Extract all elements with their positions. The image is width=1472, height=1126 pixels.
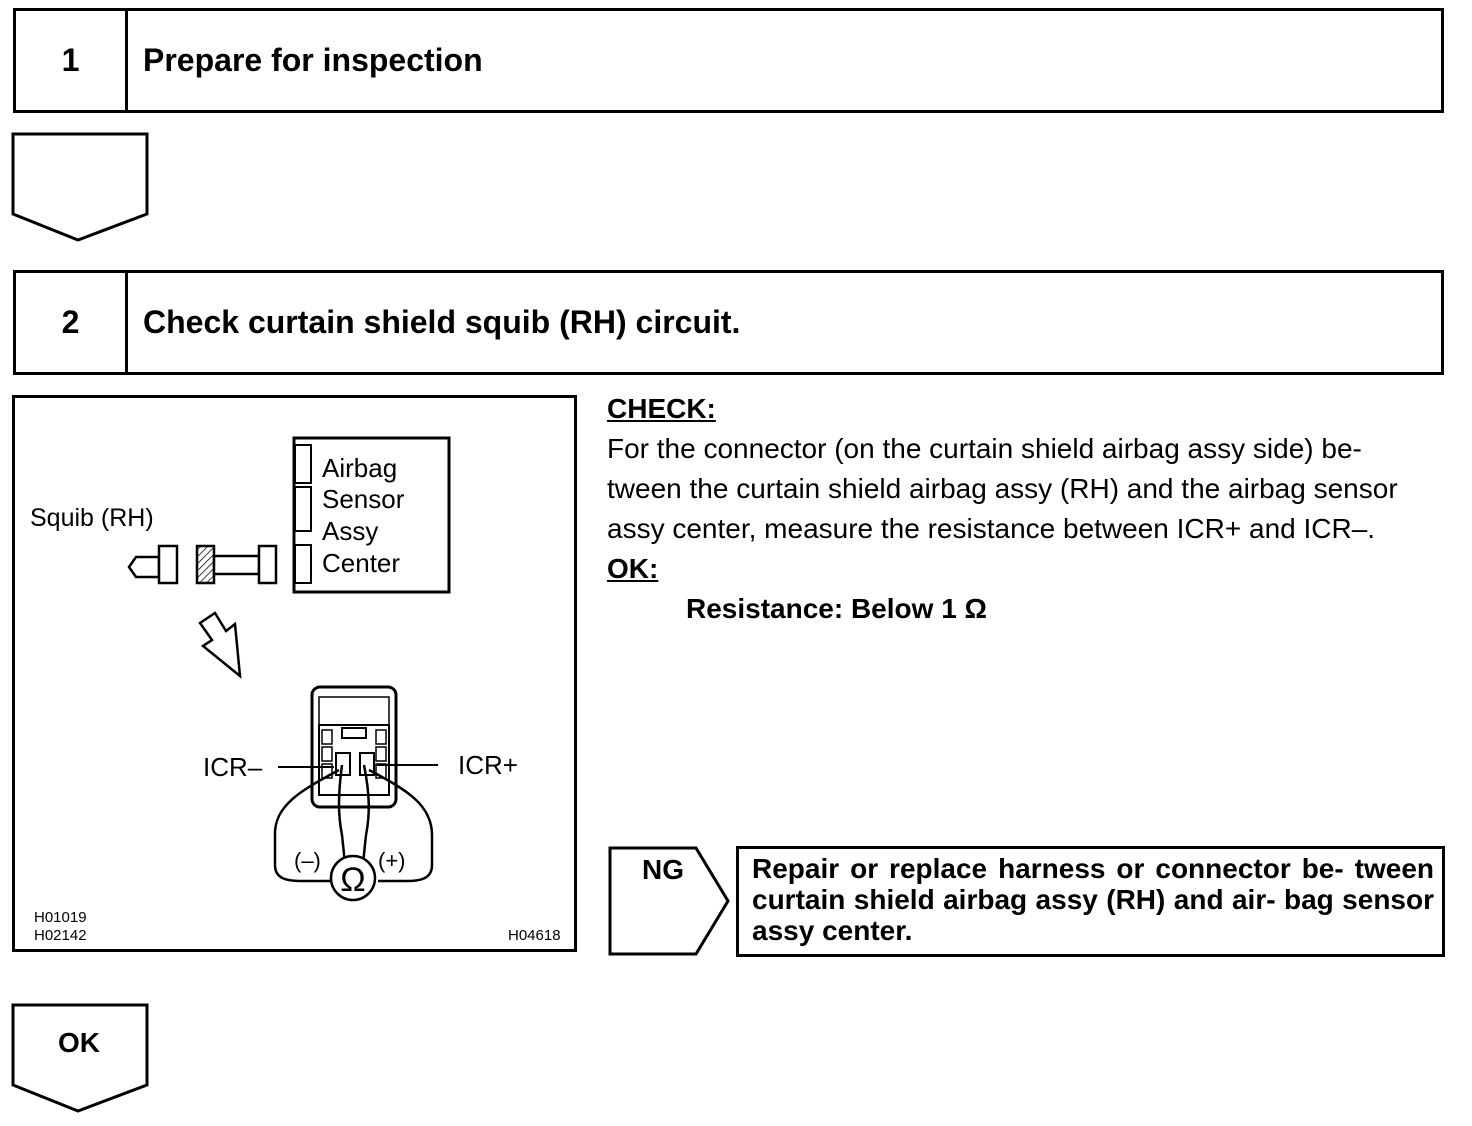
ref-code-2: H02142: [34, 927, 87, 944]
ohmmeter-leads: [273, 764, 434, 883]
minus-probe-label: (–): [294, 848, 321, 873]
step-1-title: Prepare for inspection: [143, 42, 483, 78]
direction-arrow-icon: [198, 611, 242, 679]
check-line-1: For the connector (on the curtain shield…: [607, 433, 1362, 464]
ok-arrow: [11, 1003, 149, 1113]
ng-action-box: [736, 846, 1445, 957]
check-heading: CHECK:: [607, 393, 716, 424]
step-2-number: 2: [16, 273, 128, 372]
airbag-sensor-assy-center-box: Airbag Sensor Assy Center: [292, 436, 451, 594]
ref-code-3: H04618: [508, 927, 561, 944]
ecu-label-line-3: Assy: [322, 516, 378, 546]
ohm-symbol: Ω: [340, 861, 365, 899]
squib-label: Squib (RH): [30, 504, 154, 532]
squib-connector-face: [310, 685, 398, 809]
connector-diagram: Airbag Sensor Assy Center Squib (RH): [12, 395, 577, 952]
icr-minus-label: ICR–: [203, 752, 263, 782]
ohmmeter-icon: [329, 854, 377, 902]
ok-value: Resistance: Below 1 Ω: [686, 593, 987, 624]
step-1-header: 1 Prepare for inspection: [13, 8, 1444, 113]
step-2-title: Check curtain shield squib (RH) circuit.: [143, 304, 741, 340]
squib-connector: [127, 544, 278, 585]
check-line-2: tween the curtain shield airbag assy (RH…: [607, 473, 1398, 504]
flow-arrow-1: [11, 132, 149, 242]
ok-heading: OK:: [607, 553, 659, 584]
ng-label: NG: [642, 854, 684, 885]
step-2-header: 2 Check curtain shield squib (RH) circui…: [13, 270, 1444, 375]
icr-plus-label: ICR+: [458, 750, 518, 780]
check-line-3: assy center, measure the resistance betw…: [607, 513, 1376, 544]
step-1-number: 1: [16, 11, 128, 110]
ok-label: OK: [58, 1027, 100, 1058]
ng-action-text: Repair or replace harness or connector b…: [752, 853, 1434, 946]
plus-probe-label: (+): [378, 848, 406, 873]
ecu-label-line-4: Center: [322, 548, 400, 578]
ecu-label-line-1: Airbag: [322, 453, 397, 483]
ref-code-1: H01019: [34, 909, 87, 926]
ng-arrow: [608, 846, 730, 956]
ecu-label-line-2: Sensor: [322, 484, 405, 514]
